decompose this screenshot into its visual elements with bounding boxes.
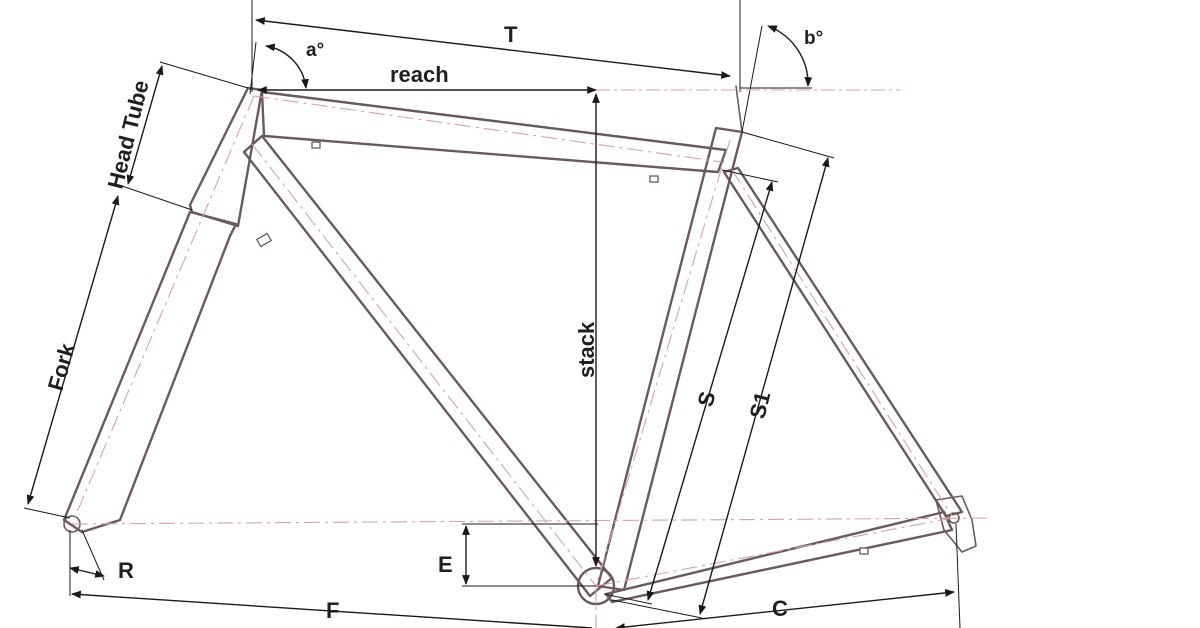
cable-boss: [859, 547, 869, 555]
head-tube-label: Head Tube: [103, 78, 154, 192]
stack-label: stack: [574, 321, 599, 378]
down-tube-centerline: [251, 143, 597, 587]
stack-dimension: stack: [574, 93, 600, 567]
seat-stay: [722, 166, 964, 518]
seat-angle-label: b°: [804, 28, 823, 49]
front-center-label: F: [326, 598, 339, 623]
cable-boss: [311, 141, 321, 149]
head-angle-dimension: a°: [249, 40, 324, 95]
chainstay-label: C: [772, 596, 788, 621]
fork-dimension: Fork: [23, 195, 120, 519]
seat-tube-label: S: [693, 389, 721, 409]
cable-boss: [649, 175, 659, 183]
top-tube: [260, 90, 728, 174]
top-tube-label: T: [504, 22, 518, 47]
reach-label: reach: [390, 62, 449, 87]
seat-stay-centerline: [731, 169, 953, 517]
fork: [62, 210, 238, 534]
bb-drop-dimension: E: [438, 523, 598, 587]
bike-frame: [62, 85, 991, 628]
steering-axis: [71, 95, 255, 525]
offset-dimension: R: [69, 529, 134, 596]
fork-label: Fork: [43, 340, 80, 393]
seat-post: [735, 85, 743, 133]
seat-tube-dimension: S: [603, 169, 779, 605]
top-tube-dimension: T: [251, 0, 741, 92]
chain-stay-centerline: [595, 517, 953, 587]
chain-stay: [604, 510, 954, 604]
seat-tube-full-label: S1: [745, 389, 776, 421]
head-tube: [188, 86, 264, 228]
seat-angle-dimension: b°: [740, 25, 823, 133]
chainstay-dimension: C: [615, 523, 961, 628]
head-tube-dimension: Head Tube: [103, 61, 249, 211]
rear-dropout: [935, 495, 977, 553]
top-tube-centerline: [253, 95, 723, 163]
reach-dimension: reach: [257, 62, 900, 94]
down-tube: [242, 134, 614, 598]
offset-label: R: [118, 558, 134, 583]
seat-tube-full-dimension: S1: [611, 131, 835, 619]
seat-tube: [596, 126, 744, 592]
head-angle-label: a°: [306, 40, 324, 61]
front-center-dimension: F: [71, 590, 593, 628]
cable-boss: [255, 232, 273, 248]
axle-line: [71, 517, 991, 525]
bb-drop-label: E: [438, 552, 453, 577]
